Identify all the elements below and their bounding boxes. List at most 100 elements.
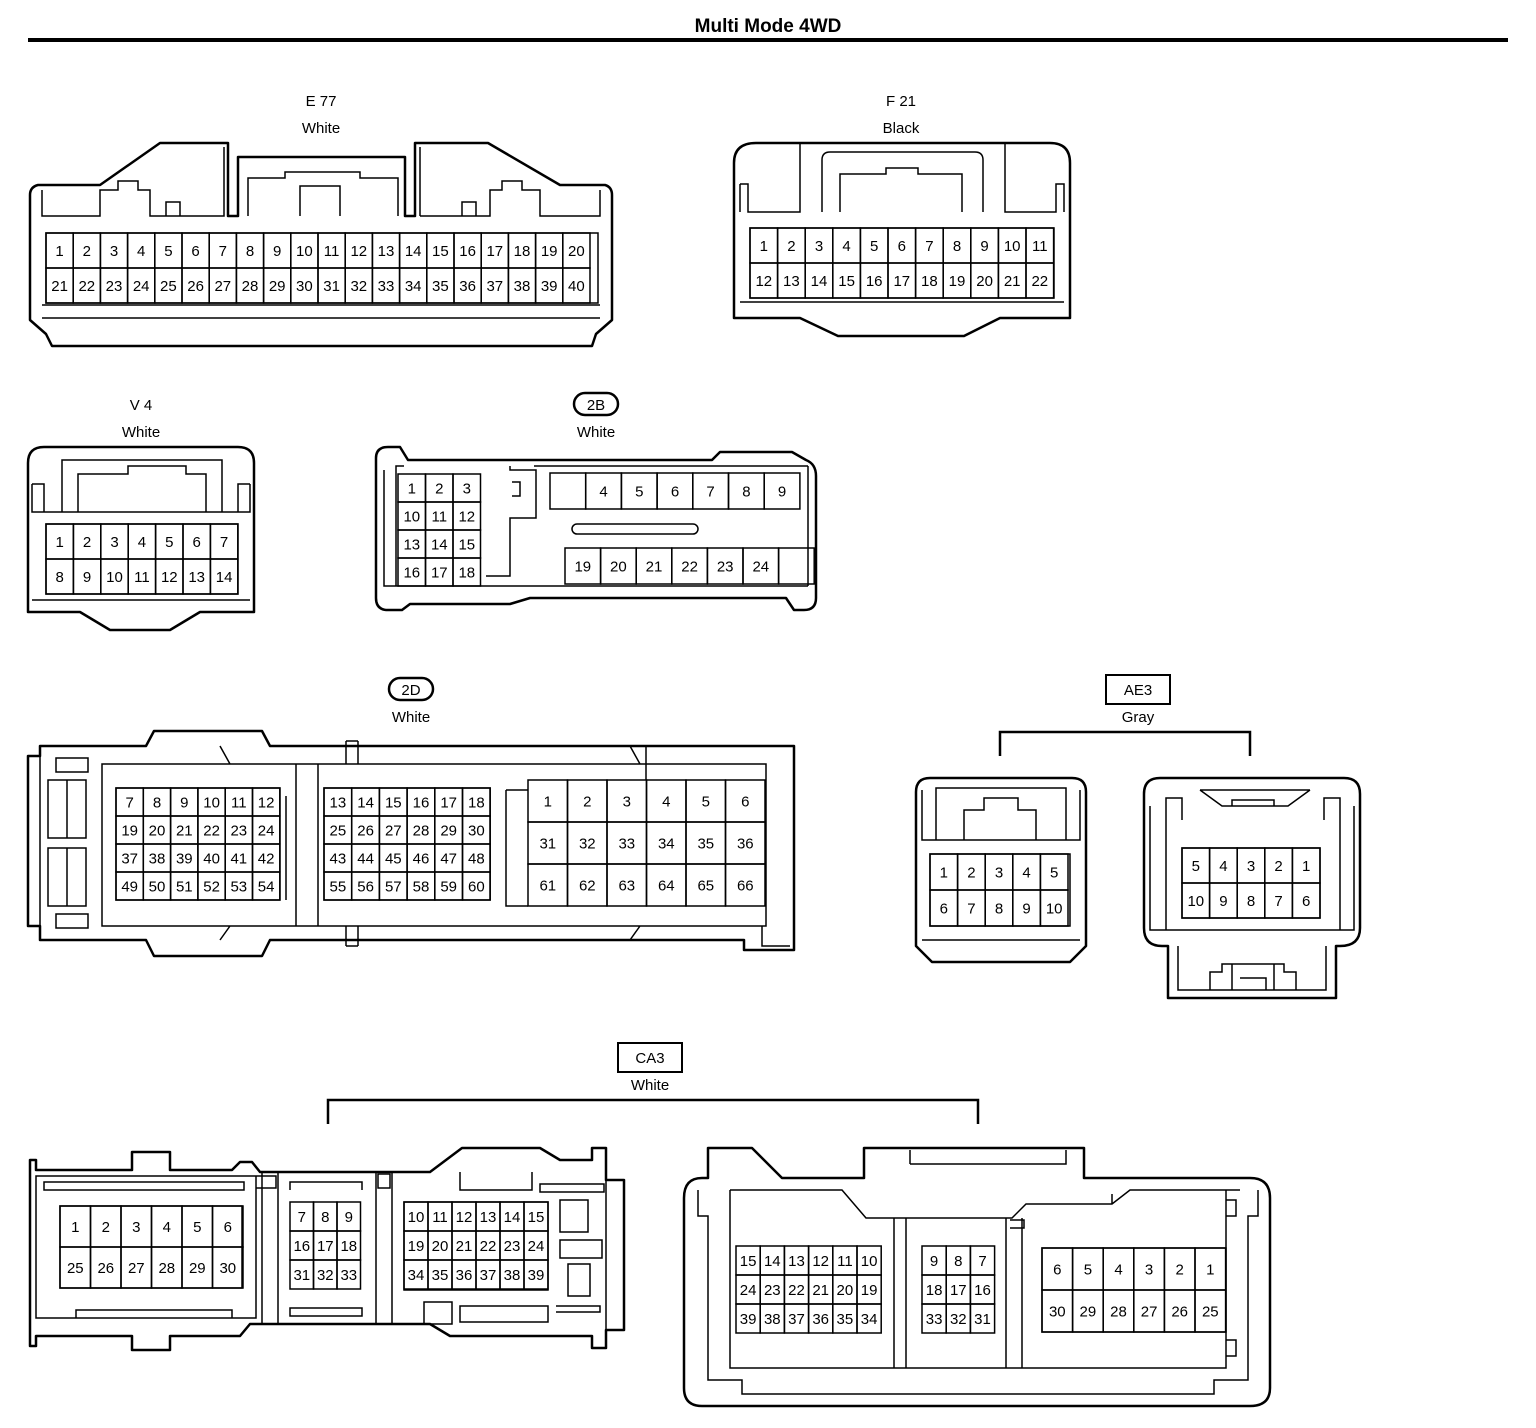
- pin-number: 25: [160, 278, 177, 295]
- pin-number: 41: [230, 851, 247, 868]
- pin-number: 16: [974, 1282, 991, 1299]
- pin-number: 55: [330, 879, 347, 896]
- connector-2d-color: White: [392, 709, 430, 726]
- pin-number: 3: [110, 243, 118, 260]
- pin-number: 35: [432, 278, 449, 295]
- pin-number: 20: [976, 273, 993, 290]
- pin-number: 56: [357, 879, 374, 896]
- pin-number: 27: [128, 1260, 145, 1277]
- pin-number: 39: [740, 1311, 757, 1328]
- pin-number: 9: [345, 1209, 353, 1226]
- pin-number: 5: [702, 794, 710, 811]
- pin-number: 17: [431, 565, 448, 582]
- pin-number: 15: [458, 537, 475, 554]
- pin-number: 19: [541, 243, 558, 260]
- pin-number: 4: [163, 1219, 171, 1236]
- pin-number: 24: [528, 1238, 545, 1255]
- connector-ca3-code-box: [617, 1042, 683, 1073]
- pin-number: 25: [1202, 1304, 1219, 1321]
- connector-2d-code: 2D: [401, 682, 420, 699]
- connector-ae3-color: Gray: [1122, 709, 1155, 726]
- pin-number: 26: [187, 278, 204, 295]
- pin-number: 14: [764, 1253, 781, 1270]
- pin-number: 62: [579, 878, 596, 895]
- pin-number: 31: [323, 278, 340, 295]
- pin-number: 13: [378, 243, 395, 260]
- connector-f21-housing: [732, 141, 1072, 338]
- pin-number: 18: [340, 1238, 357, 1255]
- pin-number: 11: [324, 243, 340, 260]
- pin-number: 53: [230, 879, 247, 896]
- pin-number: 21: [812, 1282, 829, 1299]
- pin-number: 4: [1022, 865, 1030, 882]
- pin-number: 6: [741, 794, 749, 811]
- pin-number: 13: [188, 569, 205, 586]
- pin-number: 16: [459, 243, 476, 260]
- pin-number: 32: [317, 1267, 334, 1284]
- pin-number: 26: [97, 1260, 114, 1277]
- pin-number: 10: [408, 1209, 425, 1226]
- pin-number: 12: [755, 273, 772, 290]
- pin-number: 28: [413, 823, 430, 840]
- pin-number: 10: [403, 509, 420, 526]
- pin-number: 24: [133, 278, 150, 295]
- pin-number: 22: [203, 823, 220, 840]
- pin-cavity: [724, 863, 766, 907]
- pin-cavity: [1194, 1289, 1227, 1333]
- pin-number: 29: [1080, 1304, 1097, 1321]
- pin-number: 10: [203, 795, 220, 812]
- pin-number: 28: [1110, 1304, 1127, 1321]
- pin-number: 46: [413, 851, 430, 868]
- pin-number: 5: [1050, 865, 1058, 882]
- pin-number: 6: [898, 238, 906, 255]
- pin-number: 45: [385, 851, 402, 868]
- pin-number: 23: [106, 278, 123, 295]
- pin-number: 17: [317, 1238, 334, 1255]
- pin-number: 12: [258, 795, 275, 812]
- pin-number: 15: [528, 1209, 545, 1226]
- pin-number: 12: [458, 509, 475, 526]
- pin-number: 10: [106, 569, 123, 586]
- pin-number: 6: [940, 901, 948, 918]
- pin-number: 7: [706, 484, 714, 501]
- pin-number: 19: [861, 1282, 878, 1299]
- connector-2b-inner: [383, 465, 809, 587]
- pin-number: 6: [1302, 893, 1310, 910]
- pin-cavity: [1291, 882, 1321, 919]
- pin-number: 9: [778, 484, 786, 501]
- pin-number: 15: [432, 243, 449, 260]
- page-title: Multi Mode 4WD: [695, 16, 842, 37]
- pin-number: 4: [138, 534, 146, 551]
- pin-number: 33: [926, 1311, 943, 1328]
- pin-number: 9: [180, 795, 188, 812]
- pin-number: 49: [121, 879, 138, 896]
- connector-v4-housing: [26, 445, 256, 632]
- pin-number: 13: [403, 537, 420, 554]
- pin-number: 6: [191, 243, 199, 260]
- pin-number: 18: [514, 243, 531, 260]
- pin-number: 8: [56, 569, 64, 586]
- pin-number: 33: [618, 836, 635, 853]
- pin-number: 38: [504, 1267, 521, 1284]
- pin-number: 58: [413, 879, 430, 896]
- pin-number: 14: [216, 569, 233, 586]
- pin-number: 7: [967, 901, 975, 918]
- pin-number: 13: [480, 1209, 497, 1226]
- connector-v4-inner: [31, 459, 251, 601]
- connector-e77-housing: [28, 141, 614, 348]
- pin-number: 7: [978, 1253, 986, 1270]
- connector-ca3-bracket: [326, 1098, 980, 1124]
- connector-ae3-code: AE3: [1124, 682, 1152, 699]
- pin-number: 65: [697, 878, 714, 895]
- pin-number: 2: [435, 481, 443, 498]
- pin-number: 21: [176, 823, 193, 840]
- pin-number: 37: [486, 278, 503, 295]
- pin-number: 1: [1206, 1262, 1214, 1279]
- pin-number: 27: [214, 278, 231, 295]
- pin-number: 13: [330, 795, 347, 812]
- pin-number: 36: [459, 278, 476, 295]
